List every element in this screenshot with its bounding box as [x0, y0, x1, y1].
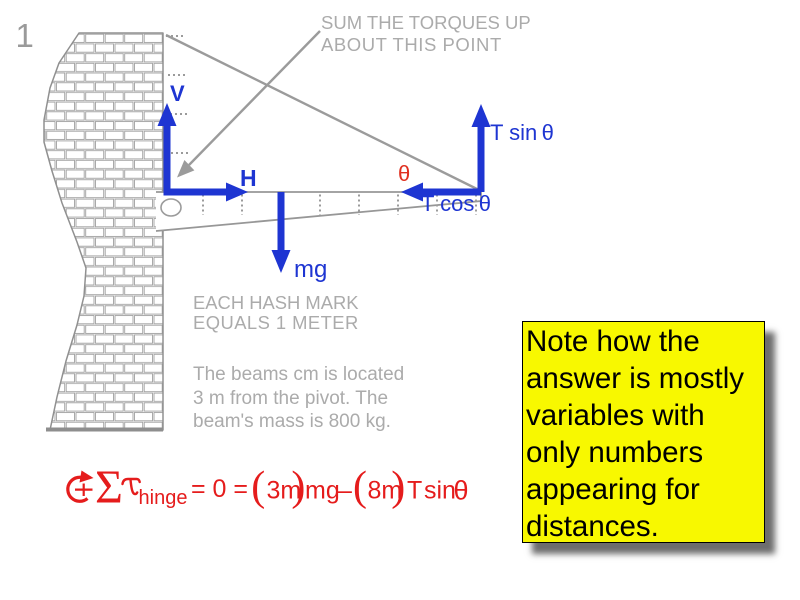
- svg-text:3 m from the pivot. The: 3 m from the pivot. The: [193, 388, 388, 409]
- svg-text:sin: sin: [424, 477, 456, 505]
- svg-text:T: T: [407, 477, 422, 505]
- svg-text:(: (: [251, 464, 265, 510]
- svg-text:3m: 3m: [267, 477, 302, 505]
- svg-text:1: 1: [16, 17, 34, 54]
- svg-text:EACH HASH MARK: EACH HASH MARK: [193, 292, 359, 313]
- svg-text:θ: θ: [398, 161, 410, 186]
- svg-text:): ): [291, 464, 305, 510]
- svg-text:–: –: [338, 477, 352, 505]
- svg-text:Σ: Σ: [95, 461, 123, 514]
- svg-text:The beams cm is located: The beams cm is located: [193, 364, 404, 385]
- svg-text:EQUALS 1 METER: EQUALS 1 METER: [193, 312, 359, 333]
- svg-text:SUM THE TORQUES UP: SUM THE TORQUES UP: [321, 12, 531, 33]
- svg-text:V: V: [170, 81, 185, 106]
- svg-text:mg: mg: [305, 477, 340, 505]
- svg-text:T cos θ: T cos θ: [421, 191, 491, 216]
- svg-text:(: (: [353, 464, 367, 510]
- svg-text:hinge: hinge: [139, 487, 188, 509]
- svg-text:H: H: [240, 165, 257, 191]
- svg-text:): ): [391, 464, 405, 510]
- svg-text:= 0 =: = 0 =: [191, 475, 248, 503]
- svg-text:θ: θ: [454, 476, 469, 506]
- svg-text:mg: mg: [294, 256, 327, 283]
- svg-text:beam's mass is 800 kg.: beam's mass is 800 kg.: [193, 411, 391, 432]
- svg-text:ABOUT THIS POINT: ABOUT THIS POINT: [321, 34, 502, 55]
- svg-text:8m: 8m: [368, 477, 403, 505]
- svg-text:T sin θ: T sin θ: [490, 120, 554, 145]
